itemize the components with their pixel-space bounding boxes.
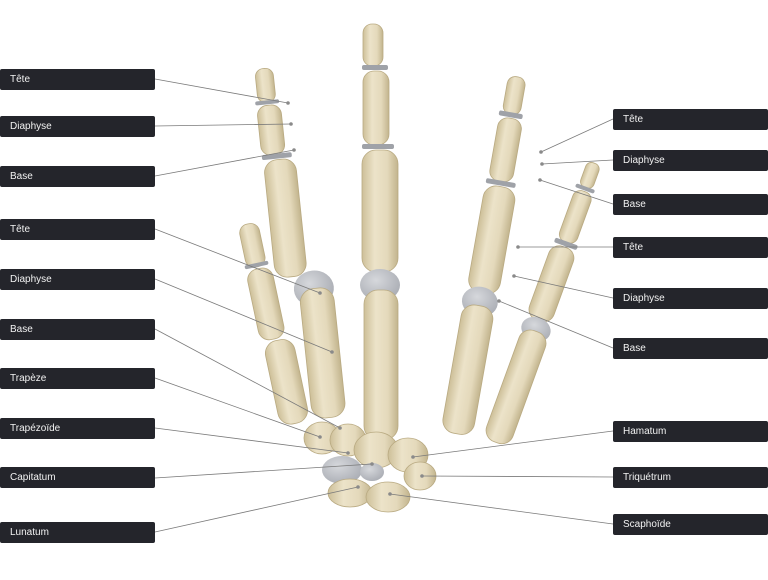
leader-line-r-diaphyse-1 [541, 159, 614, 165]
label-base-left-1: Base [0, 166, 155, 187]
pointer-dot-l-base-1 [292, 148, 296, 152]
label-tete-left-1: Tête [0, 69, 155, 90]
leader-line-l-lunatum [154, 486, 359, 533]
pointer-dot-l-trapeze [318, 435, 322, 439]
bones-group [239, 23, 600, 513]
pointer-dot-l-tete-2 [318, 291, 322, 295]
label-diaphyse-right-1: Diaphyse [613, 150, 768, 171]
leader-line-l-base-2 [154, 328, 341, 429]
label-capitatum: Capitatum [0, 467, 155, 488]
leader-line-l-base-1 [154, 149, 295, 177]
label-triquetrum: Triquétrum [613, 467, 768, 488]
label-trapeze: Trapèze [0, 368, 155, 389]
pointer-dot-r-scaphoide [388, 492, 392, 496]
pointer-dot-l-diaphyse-2 [330, 350, 334, 354]
leader-line-l-capitatum [154, 463, 373, 479]
label-tete-right-2: Tête [613, 237, 768, 258]
carpal-bones [303, 421, 437, 513]
pointer-dot-r-tete-1 [539, 150, 543, 154]
label-trapezoide: Trapézoïde [0, 418, 155, 439]
pointer-dot-r-diaphyse-2 [512, 274, 516, 278]
leader-line-l-diaphyse-1 [154, 123, 292, 127]
pointer-dot-l-base-2 [338, 426, 342, 430]
pointer-dot-l-lunatum [356, 485, 360, 489]
middle-finger-bones [360, 23, 400, 441]
pointer-dot-l-tete-1 [286, 101, 290, 105]
leader-line-r-base-2 [498, 300, 614, 349]
leader-line-r-tete-1 [540, 118, 614, 153]
pointer-dot-r-diaphyse-1 [540, 162, 544, 166]
leader-line-r-hamatum [412, 430, 614, 458]
leader-line-l-trapezoide [154, 427, 349, 454]
label-tete-left-2: Tête [0, 219, 155, 240]
label-diaphyse-right-2: Diaphyse [613, 288, 768, 309]
leader-line-l-tete-1 [154, 78, 289, 104]
leader-line-r-scaphoide [389, 493, 614, 525]
little-finger-bones [485, 162, 600, 445]
label-base-right-2: Base [613, 338, 768, 359]
index-finger-bones [255, 67, 346, 419]
label-base-left-2: Base [0, 319, 155, 340]
thumb-bones [239, 223, 308, 425]
label-diaphyse-left-2: Diaphyse [0, 269, 155, 290]
label-tete-right-1: Tête [613, 109, 768, 130]
label-lunatum: Lunatum [0, 522, 155, 543]
pointer-dot-r-base-1 [538, 178, 542, 182]
leader-line-l-diaphyse-2 [154, 278, 333, 353]
label-base-right-1: Base [613, 194, 768, 215]
leader-line-r-triquetrum [421, 475, 614, 478]
pointer-dot-r-triquetrum [420, 474, 424, 478]
label-diaphyse-left-1: Diaphyse [0, 116, 155, 137]
label-hamatum: Hamatum [613, 421, 768, 442]
pointer-dot-l-diaphyse-1 [289, 122, 293, 126]
leader-line-l-trapeze [154, 377, 321, 438]
leader-dots [286, 101, 544, 496]
pointer-dot-r-tete-2 [516, 245, 520, 249]
leader-line-r-base-1 [539, 179, 614, 205]
ring-finger-bones [442, 76, 526, 435]
leader-lines [154, 78, 614, 533]
leader-line-r-diaphyse-2 [513, 275, 614, 299]
pointer-dot-r-base-2 [497, 299, 501, 303]
pointer-dot-l-trapezoide [346, 451, 350, 455]
pointer-dot-l-capitatum [370, 462, 374, 466]
label-scaphoide: Scaphoïde [613, 514, 768, 535]
pointer-dot-r-hamatum [411, 455, 415, 459]
leader-line-l-tete-2 [154, 228, 321, 294]
